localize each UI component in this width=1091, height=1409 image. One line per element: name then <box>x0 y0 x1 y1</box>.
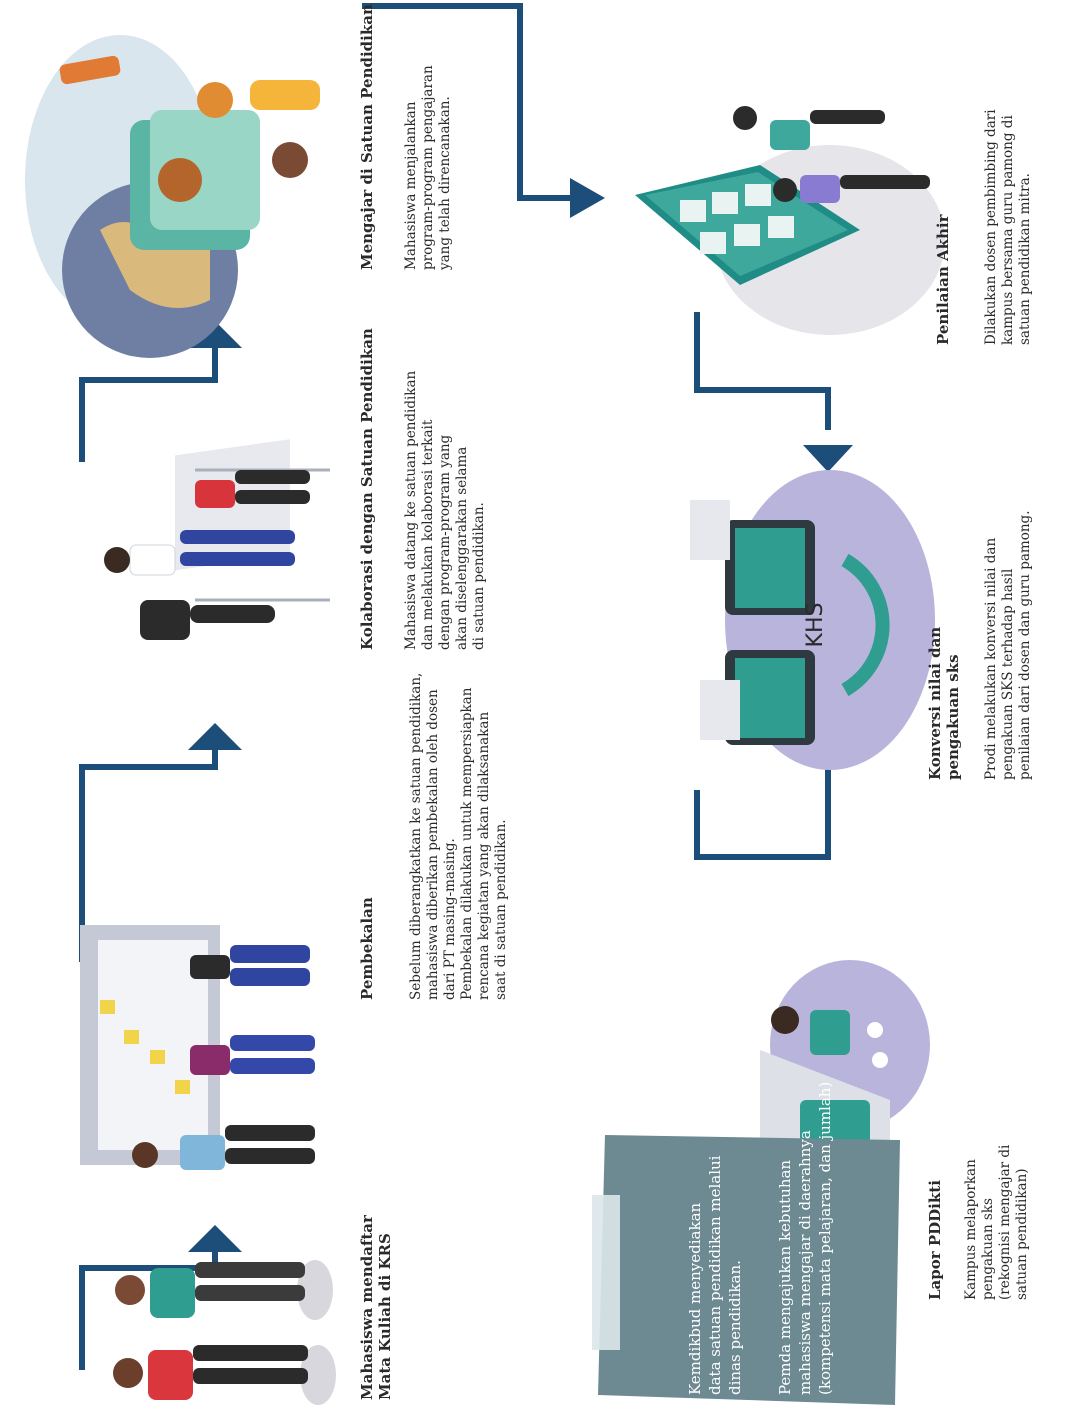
assessment-illustration <box>635 106 945 335</box>
s5-body-line-1: Dilakukan dosen pembimbing dari <box>983 109 999 345</box>
connector-4-5 <box>362 3 570 201</box>
s4-body-line-3: yang telah direncanakan. <box>437 96 453 271</box>
s5-body-line-3: satuan pendidikan mitra. <box>1017 173 1033 345</box>
arrowhead-up-2 <box>188 723 242 750</box>
s7-body-line-4: satuan pendidikan) <box>1014 1168 1030 1300</box>
s4-body-line-2: program-program pengajaran <box>420 65 436 270</box>
s5-body-line-2: kampus bersama guru pamong di <box>1000 115 1016 345</box>
s6-body-line-1: Prodi melakukan konversi nilai dan <box>983 538 999 780</box>
arrowhead-down-5 <box>803 445 853 472</box>
arrowhead-right-4 <box>570 178 605 218</box>
s2-body-line-6: saat di satuan pendidikan. <box>493 819 509 1000</box>
s7-title-line-1: Lapor PDDikti <box>926 1180 944 1300</box>
s1-title-line-1: Mahasiswa mendaftar <box>358 1214 376 1400</box>
connector-6-7 <box>694 735 831 860</box>
s2-body-line-4: Pembekalan dilakukan untuk mempersiapkan <box>459 687 475 1000</box>
s3-body-line-1: Mahasiswa datang ke satuan pendidikan <box>403 370 419 650</box>
s3-body-line-3: dengan program-program yang <box>437 434 453 650</box>
note-p1-line-1: Kemdikbud menyediakan <box>686 1202 704 1395</box>
s1-title-line-2: Mata Kuliah di KRS <box>376 1233 394 1400</box>
collaboration-illustration <box>104 439 330 640</box>
s2-body-line-2: mahasiswa diberikan pembekalan oleh dose… <box>425 689 441 1000</box>
s2-title-line-1: Pembekalan <box>358 897 376 1000</box>
note-p2-line-3: (kompetensi mata pelajaran, dan jumlah) <box>816 1082 834 1395</box>
s3-body-line-2: dan melakukan kolaborasi terkait <box>420 419 436 650</box>
note-box <box>592 1135 900 1405</box>
khs-illustration: KHS <box>690 470 935 770</box>
connector-1-2 <box>79 1248 218 1370</box>
connector-3-4 <box>79 345 218 462</box>
s6-body-line-2: pengakuan SKS terhadap hasil <box>1000 569 1016 780</box>
s4-title-line-1: Mengajar di Satuan Pendidikan <box>358 4 376 270</box>
s2-body-line-5: rencana kegiatan yang akan dilaksanakan <box>476 712 492 1000</box>
note-p2-line-1: Pemda mengajukan kebutuhan <box>776 1160 794 1395</box>
briefing-illustration <box>80 925 315 1170</box>
s2-body-line-3: dari PT masing-masing. <box>442 838 458 1000</box>
connector-2-3 <box>79 745 218 962</box>
s6-body-line-3: penilaian dari dosen dan guru pamong. <box>1017 511 1033 781</box>
s3-title-line-1: Kolaborasi dengan Satuan Pendidikan <box>358 328 376 650</box>
note-p1-line-2: data satuan pendidikan melalui <box>706 1155 724 1395</box>
note-p1-line-3: dinas pendidikan. <box>726 1260 744 1395</box>
s7-body-line-2: pengakuan sks <box>980 1198 996 1300</box>
khs-label: KHS <box>803 603 828 648</box>
s7-body-line-3: (rekognisi mengajar di <box>997 1144 1013 1300</box>
note-p2-line-2: mahasiswa mengajar di daerahnya <box>796 1130 814 1395</box>
s4-body-line-1: Mahasiswa menjalankan <box>403 101 419 270</box>
teaching-illustration <box>25 35 320 358</box>
s5-title-line-1: Penilaian Akhir <box>934 213 952 345</box>
s7-body-line-1: Kampus melaporkan <box>963 1159 979 1300</box>
s6-title-line-2: pengakuan sks <box>944 654 962 780</box>
s3-body-line-4: akan diselenggarakan selama <box>454 447 470 650</box>
arrowhead-up-1 <box>188 1225 242 1252</box>
s3-body-line-5: di satuan pendidikan. <box>471 502 487 650</box>
s6-title-line-1: Konversi nilai dan <box>926 627 944 780</box>
s2-body-line-1: Sebelum diberangkatkan ke satuan pendidi… <box>408 673 424 1000</box>
students-illustration <box>113 1260 336 1405</box>
connectors <box>79 3 831 1370</box>
connector-5-6 <box>694 312 831 430</box>
